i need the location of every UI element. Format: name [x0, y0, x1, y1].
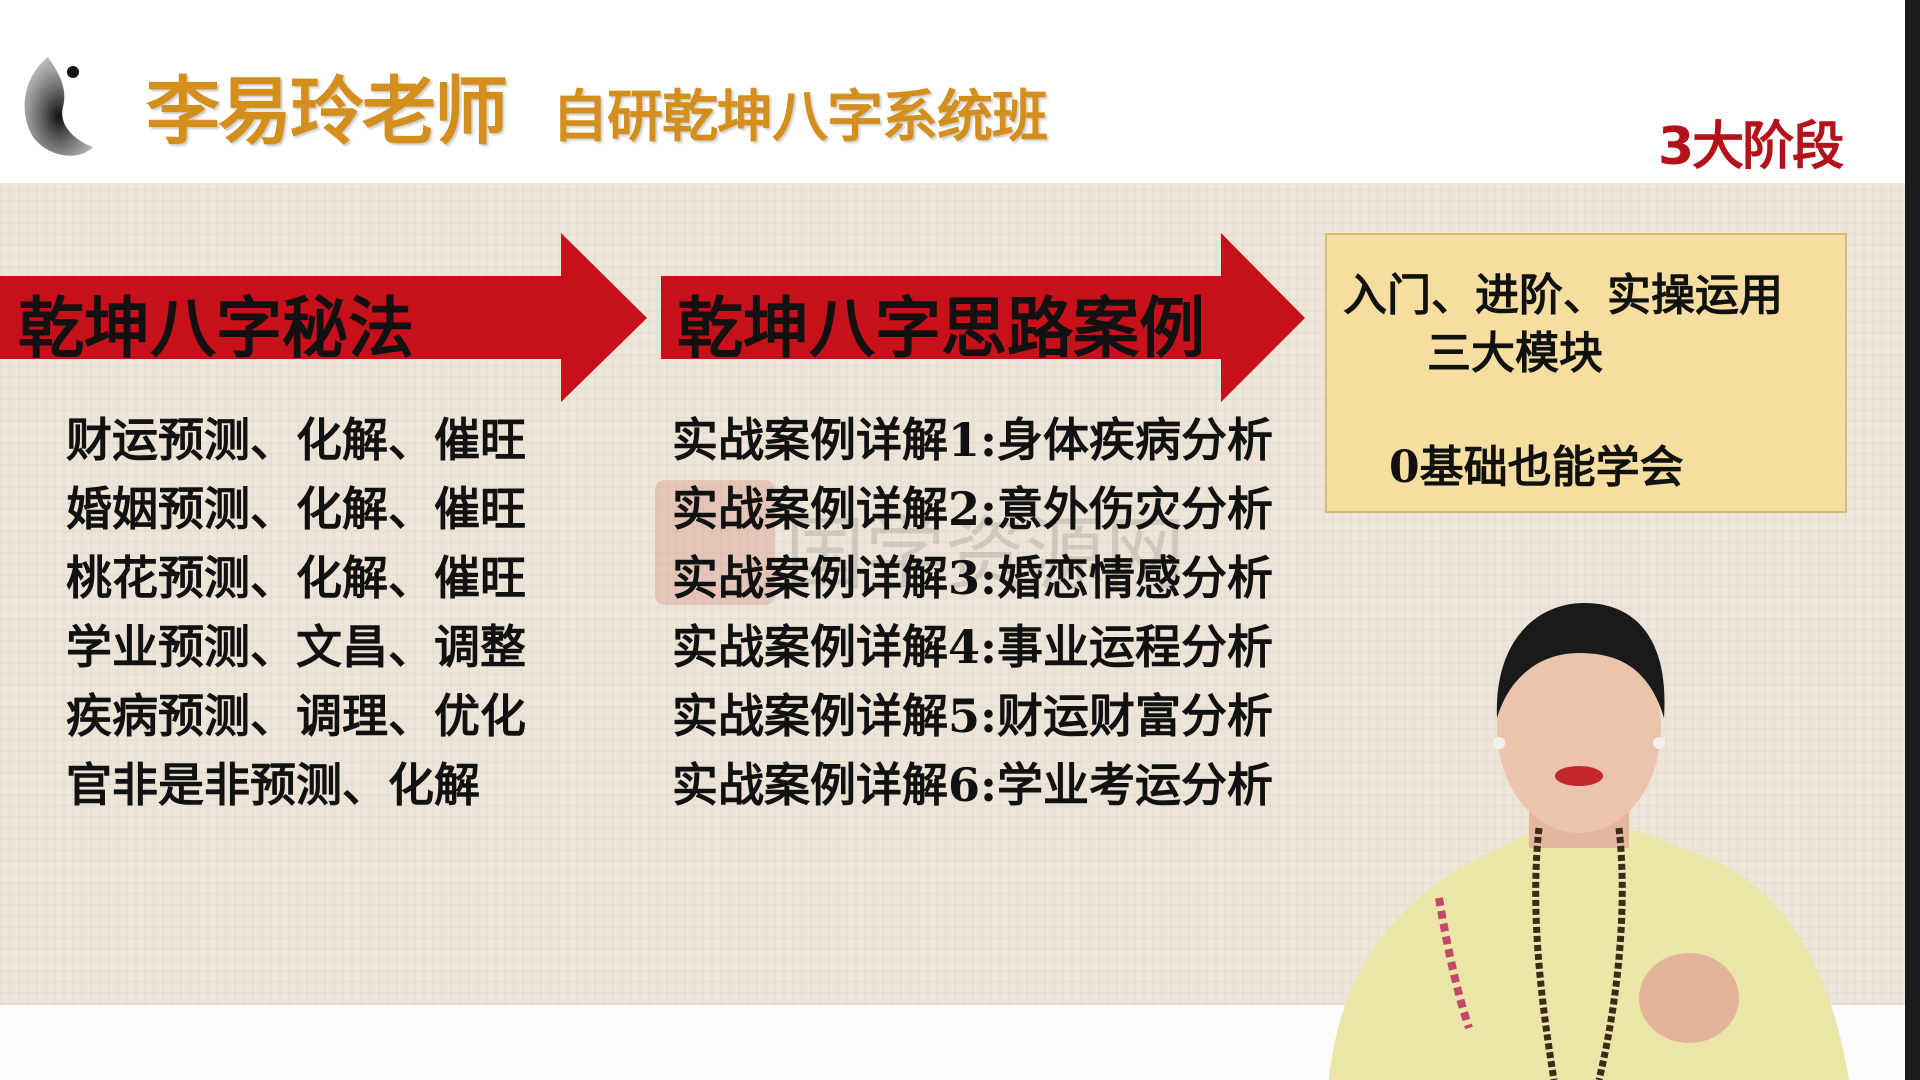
module-2-title: 乾坤八字思路案例: [677, 289, 1205, 367]
summary-box: 入门、进阶、实操运用 三大模块 0基础也能学会: [1325, 233, 1847, 513]
arrow-shape: [661, 233, 1305, 402]
list-item: 实战案例详解3:婚恋情感分析: [672, 551, 1273, 605]
stages-label: 3大阶段: [1658, 117, 1844, 177]
module-1-list: 财运预测、化解、催旺 婚姻预测、化解、催旺 桃花预测、化解、催旺 学业预测、文昌…: [66, 406, 526, 820]
yin-yang-ink-icon: [24, 57, 93, 156]
module-1-arrow: 乾坤八字秘法: [0, 233, 648, 403]
list-item: 实战案例详解1:身体疾病分析: [672, 413, 1273, 467]
list-item: 实战案例详解4:事业运程分析: [672, 620, 1273, 674]
module-2-arrow: 乾坤八字思路案例: [661, 233, 1306, 403]
list-item: 实战案例详解2:意外伤灾分析: [672, 482, 1273, 536]
presenter-video: [1329, 603, 1849, 1080]
list-item: 学业预测、文昌、调整: [66, 620, 526, 674]
list-item: 桃花预测、化解、催旺: [66, 551, 526, 605]
watermark-text: 国学资源网: [785, 508, 1185, 601]
list-item: 疾病预测、调理、优化: [66, 689, 526, 743]
list-item: 实战案例详解5:财运财富分析: [672, 689, 1273, 743]
list-item: 官非是非预测、化解: [66, 758, 480, 812]
summary-line-3: 0基础也能学会: [1389, 442, 1684, 493]
watermark-seal: [655, 480, 775, 605]
teacher-name: 李易玲老师: [146, 69, 508, 155]
module-2-list: 实战案例详解1:身体疾病分析 实战案例详解2:意外伤灾分析 实战案例详解3:婚恋…: [672, 406, 1273, 820]
list-item: 实战案例详解6:学业考运分析: [672, 758, 1273, 812]
screen-edge: [1905, 0, 1920, 1080]
summary-line-2: 三大模块: [1427, 328, 1603, 379]
course-title: 自研乾坤八字系统班: [552, 85, 1048, 150]
slide-header: 李易玲老师 自研乾坤八字系统班 3大阶段: [0, 0, 1920, 183]
arrow-shape: [0, 233, 647, 402]
list-item: 婚姻预测、化解、催旺: [66, 482, 526, 536]
module-1-title: 乾坤八字秘法: [18, 289, 414, 367]
list-item: 财运预测、化解、催旺: [66, 413, 526, 467]
summary-line-1: 入门、进阶、实操运用: [1343, 270, 1783, 321]
